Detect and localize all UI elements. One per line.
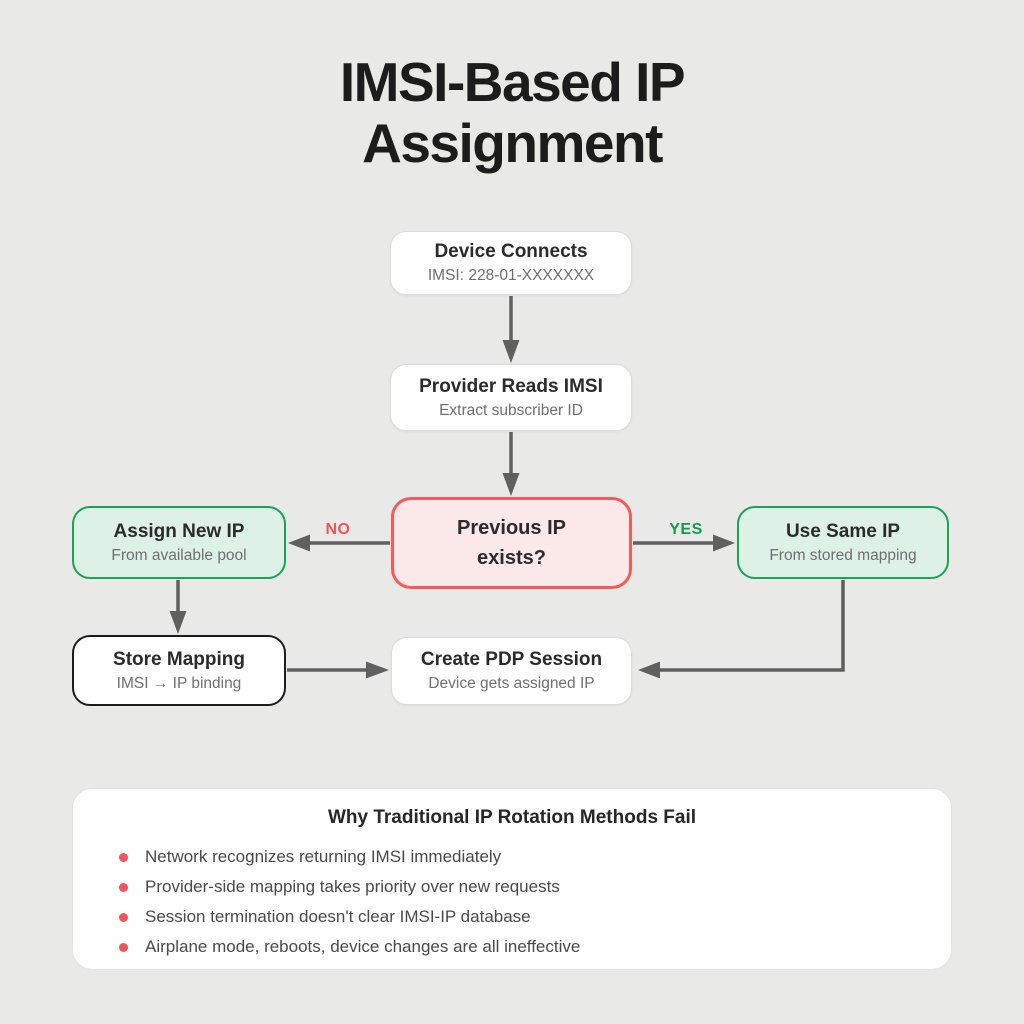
node-device-connects-title: Device Connects — [434, 241, 588, 263]
bullet-dot-icon — [119, 852, 128, 862]
edge-label-no: NO — [325, 521, 351, 538]
node-device-connects-subtitle: IMSI: 228-01-XXXXXXX — [427, 267, 595, 285]
node-create-pdp-session-subtitle: Device gets assigned IP — [428, 675, 595, 693]
node-create-pdp-session: Create PDP Session Device gets assigned … — [391, 637, 632, 705]
node-assign-new-ip-subtitle: From available pool — [111, 546, 247, 564]
bullet-dot-icon — [119, 882, 128, 892]
bullet-text: Provider-side mapping takes priority ove… — [145, 877, 560, 896]
node-assign-new-ip-title: Assign New IP — [113, 520, 245, 542]
bullet-dot-icon — [119, 942, 128, 952]
bullet-text: Network recognizes returning IMSI immedi… — [145, 847, 502, 866]
node-provider-reads-imsi-title: Provider Reads IMSI — [419, 375, 603, 397]
list-item: Network recognizes returning IMSI immedi… — [119, 842, 951, 872]
list-item: Provider-side mapping takes priority ove… — [119, 872, 951, 902]
panel-bullet-list: Network recognizes returning IMSI immedi… — [119, 842, 951, 962]
panel-title: Why Traditional IP Rotation Methods Fail — [327, 807, 697, 828]
bullet-text: Airplane mode, reboots, device changes a… — [145, 937, 581, 956]
node-assign-new-ip: Assign New IP From available pool — [72, 506, 286, 579]
node-use-same-ip-title: Use Same IP — [785, 520, 901, 542]
arrow-use-same-to-pdp — [638, 580, 845, 679]
node-store-mapping-title: Store Mapping — [113, 648, 245, 670]
arrow-assign-to-store — [169, 580, 187, 634]
node-use-same-ip: Use Same IP From stored mapping — [737, 506, 949, 579]
node-decision-line1: Previous IP — [457, 517, 566, 539]
node-decision-line2: exists? — [477, 547, 546, 569]
bullet-dot-icon — [119, 912, 128, 922]
node-provider-reads-imsi: Provider Reads IMSI Extract subscriber I… — [390, 364, 632, 431]
page-title-line2: Assignment — [362, 111, 663, 174]
arrow-store-to-pdp — [287, 661, 389, 679]
node-decision-previous-ip: Previous IP exists? — [391, 497, 632, 589]
node-provider-reads-imsi-subtitle: Extract subscriber ID — [439, 401, 583, 419]
node-use-same-ip-subtitle: From stored mapping — [769, 546, 917, 564]
list-item: Airplane mode, reboots, device changes a… — [119, 932, 951, 962]
bullet-text: Session termination doesn't clear IMSI-I… — [145, 907, 531, 926]
list-item: Session termination doesn't clear IMSI-I… — [119, 902, 951, 932]
page-title-line1: IMSI-Based IP — [339, 51, 686, 113]
arrow-provider-to-decision — [502, 432, 520, 496]
node-store-mapping-subtitle: IMSI → IP binding — [116, 674, 242, 692]
page-title: IMSI-Based IP Assignment — [0, 52, 1024, 173]
node-device-connects: Device Connects IMSI: 228-01-XXXXXXX — [390, 231, 632, 295]
why-rotation-fails-panel: Why Traditional IP Rotation Methods Fail… — [72, 788, 952, 970]
node-store-mapping: Store Mapping IMSI → IP binding — [72, 635, 286, 706]
node-create-pdp-session-title: Create PDP Session — [420, 649, 603, 671]
arrow-device-to-provider — [502, 296, 520, 363]
edge-label-yes: YES — [669, 521, 703, 538]
